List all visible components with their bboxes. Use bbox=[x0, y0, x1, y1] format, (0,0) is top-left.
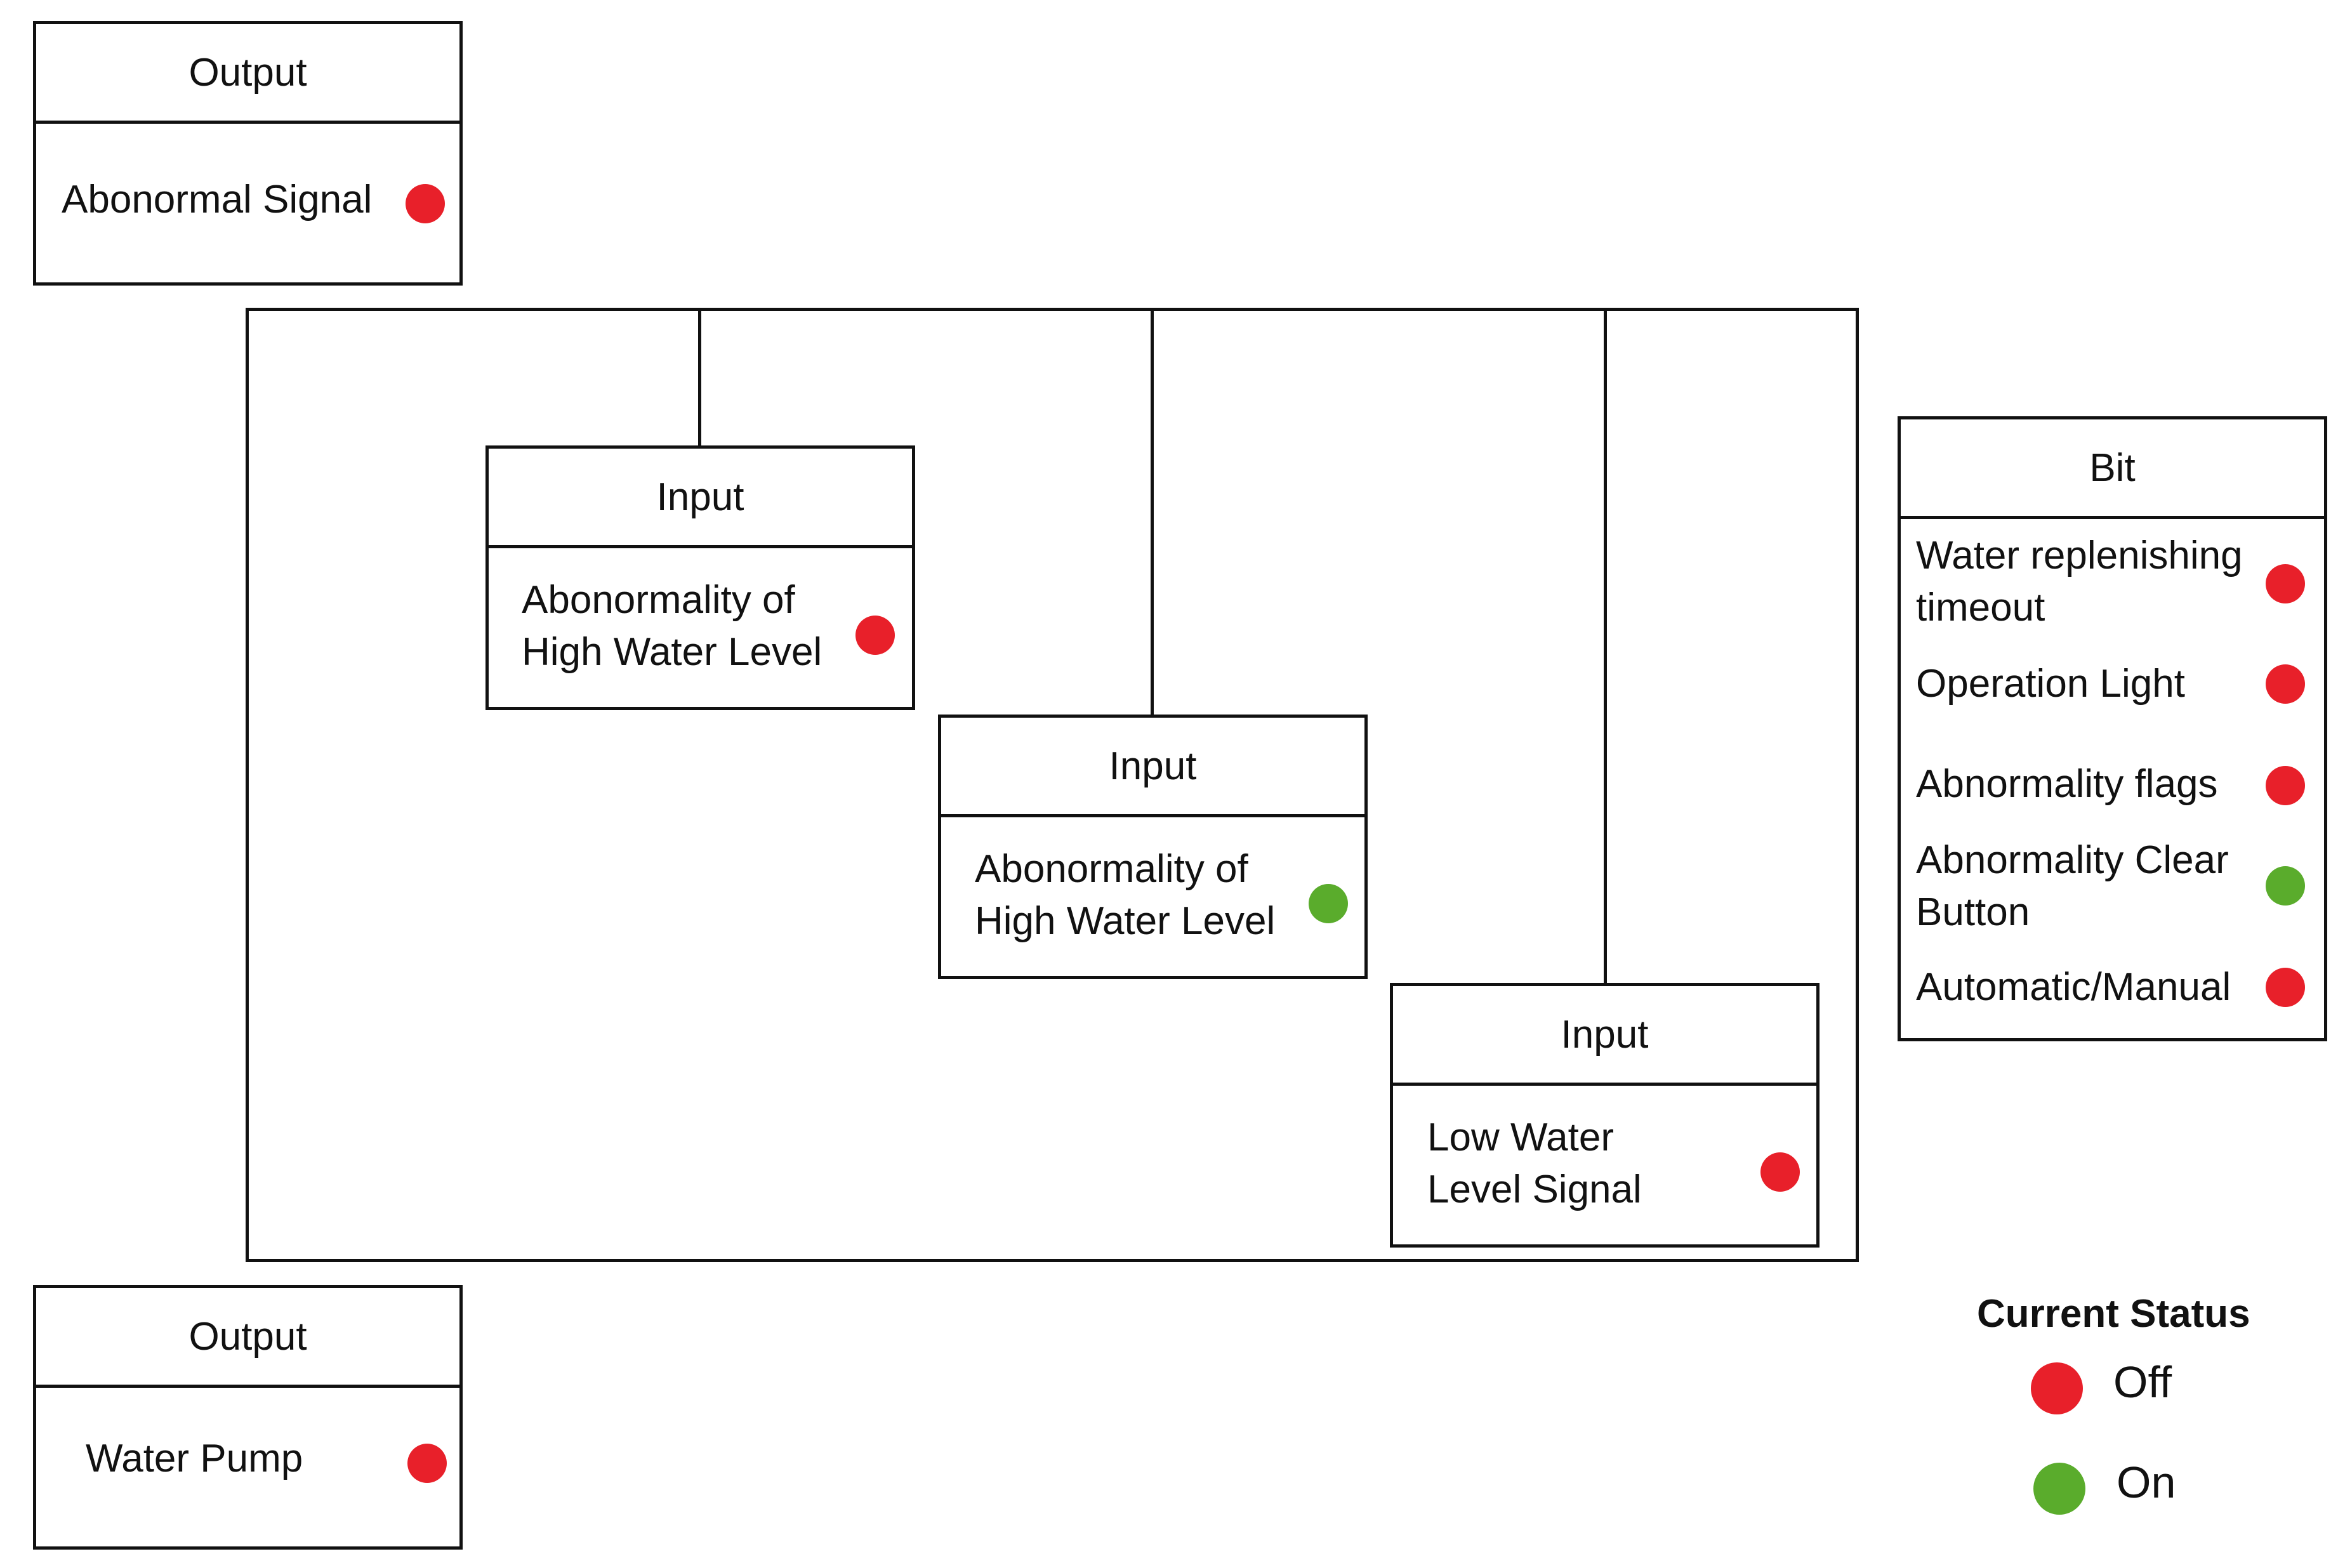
status-indicator-off bbox=[2266, 564, 2305, 603]
output-box-header: Output bbox=[36, 24, 459, 124]
input-box-header: Input bbox=[489, 449, 912, 548]
bit-box: Bit Water replenishing timeout Operation… bbox=[1898, 416, 2327, 1041]
bit-item-label: Abnormality flags bbox=[1916, 762, 2218, 806]
bit-item-label: Water replenishing bbox=[1916, 534, 2243, 577]
input-box-header: Input bbox=[1393, 986, 1816, 1086]
bit-item-label: Abnormality Clear bbox=[1916, 838, 2229, 882]
input-box-high-water-2: Input Abonormality of High Water Level bbox=[938, 715, 1368, 979]
legend-off-swatch bbox=[2031, 1362, 2083, 1414]
input-box-high-water-1: Input Abonormality of High Water Level bbox=[485, 445, 915, 710]
input-label-line1: Low Water bbox=[1427, 1116, 1615, 1159]
status-indicator-on bbox=[1309, 884, 1348, 923]
status-indicator-off bbox=[1760, 1152, 1800, 1192]
bit-item-label: Button bbox=[1916, 890, 2030, 934]
legend-on-swatch bbox=[2033, 1463, 2085, 1515]
connector-line bbox=[698, 309, 701, 449]
status-indicator-off bbox=[855, 616, 895, 655]
legend-title: Current Status bbox=[1977, 1292, 2250, 1336]
status-indicator-off bbox=[2266, 664, 2305, 704]
legend-off-label: Off bbox=[2113, 1357, 2172, 1407]
status-indicator-off bbox=[406, 184, 445, 223]
status-indicator-off bbox=[2266, 766, 2305, 805]
input-label-line2: High Water Level bbox=[975, 899, 1276, 943]
connector-line bbox=[1151, 309, 1154, 715]
legend-on-label: On bbox=[2117, 1458, 2176, 1507]
bit-item-label: timeout bbox=[1916, 586, 2045, 629]
input-box-low-water: Input Low Water Level Signal bbox=[1390, 983, 1820, 1248]
input-label-line1: Abonormality of bbox=[522, 578, 795, 622]
connector-line bbox=[1604, 309, 1607, 985]
input-box-header: Input bbox=[941, 718, 1364, 817]
status-indicator-off bbox=[407, 1444, 447, 1483]
bit-item-label: Automatic/Manual bbox=[1916, 965, 2231, 1009]
input-group-frame bbox=[246, 308, 1859, 1262]
bit-box-header: Bit bbox=[1901, 419, 2324, 519]
abnormal-signal-label: Abonormal Signal bbox=[62, 178, 373, 221]
status-indicator-off bbox=[2266, 968, 2305, 1007]
output-box-water-pump: Output Water Pump bbox=[33, 1285, 463, 1550]
output-box-abnormal-signal: Output Abonormal Signal bbox=[33, 21, 463, 286]
status-indicator-on bbox=[2266, 866, 2305, 906]
input-label-line2: Level Signal bbox=[1427, 1168, 1642, 1211]
output-box-header: Output bbox=[36, 1288, 459, 1388]
water-pump-label: Water Pump bbox=[86, 1437, 303, 1480]
input-label-line1: Abonormality of bbox=[975, 847, 1248, 891]
input-label-line2: High Water Level bbox=[522, 630, 822, 674]
bit-item-label: Operation Light bbox=[1916, 662, 2185, 706]
